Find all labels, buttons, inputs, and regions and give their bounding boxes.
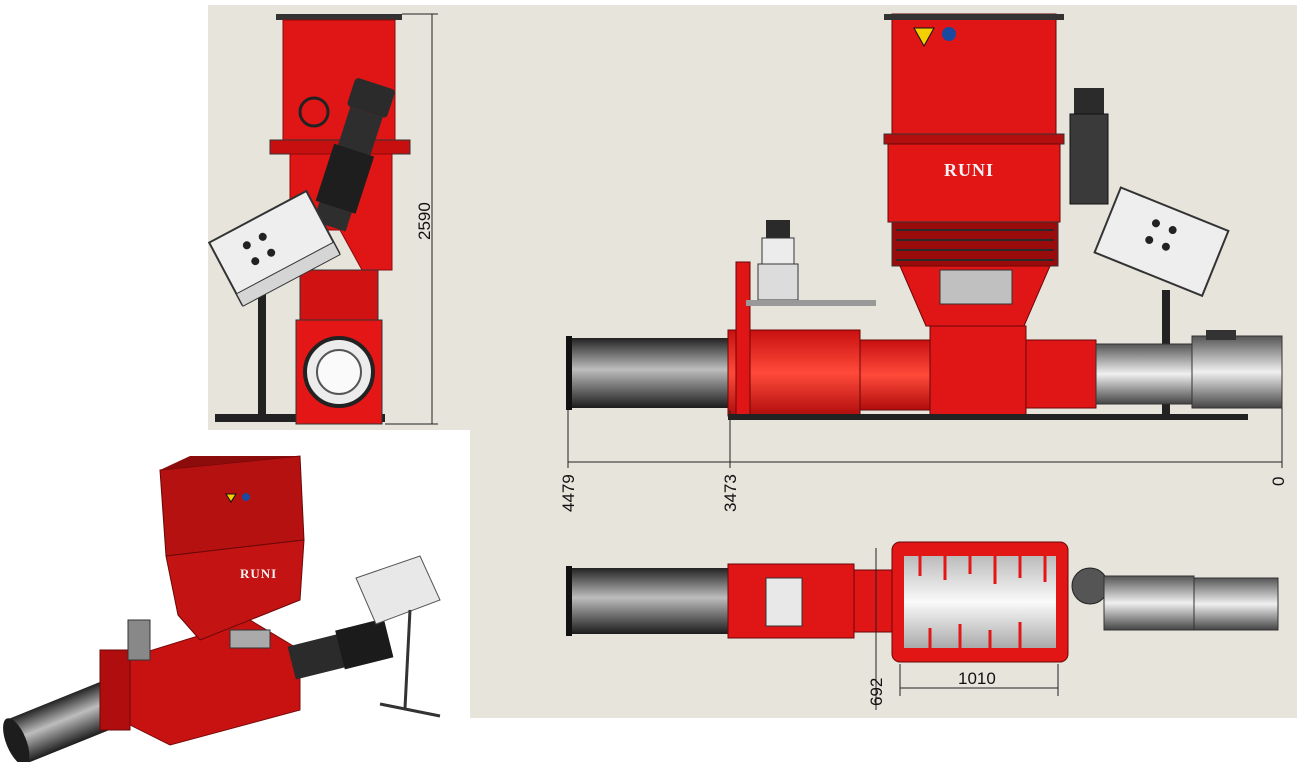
dim-width: 1010 (958, 669, 996, 688)
dim-height: 2590 (415, 202, 434, 240)
dim-length-total: 4479 (559, 474, 578, 512)
side-view: 2590 (207, 13, 438, 425)
render-view: RUNI (3, 455, 441, 762)
dim-zero: 0 (1269, 477, 1288, 486)
top-view: 692 1010 (566, 541, 1279, 710)
dim-length-feed: 3473 (721, 474, 740, 512)
front-view: RUNI 4479 3473 0 (559, 13, 1288, 512)
dim-offset: 692 (867, 678, 886, 706)
info-dot-icon (942, 27, 956, 41)
brand-label-front: RUNI (944, 160, 994, 180)
brand-label-render: RUNI (240, 566, 277, 581)
warning-sign-icon (913, 27, 935, 48)
